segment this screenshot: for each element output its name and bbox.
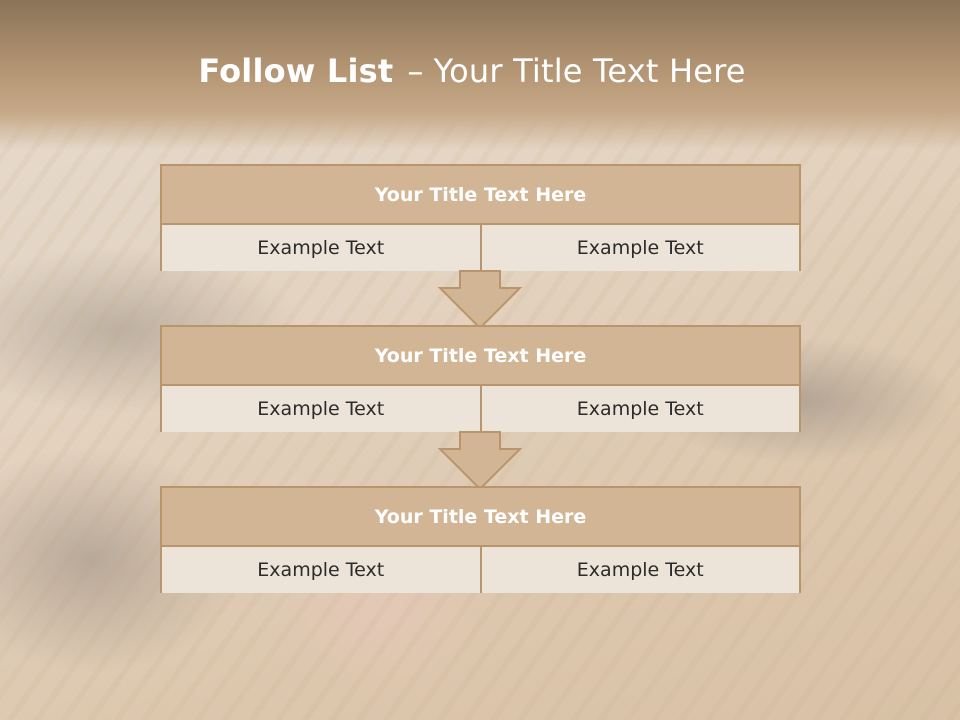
step-box-2: Your Title Text Here Example Text Exampl… xyxy=(160,325,801,432)
step-title-2: Your Title Text Here xyxy=(162,327,799,386)
step-box-1: Your Title Text Here Example Text Exampl… xyxy=(160,164,801,271)
down-arrow-icon-2 xyxy=(438,431,522,491)
step-title-1: Your Title Text Here xyxy=(162,166,799,225)
step-box-3: Your Title Text Here Example Text Exampl… xyxy=(160,486,801,593)
down-arrow-icon-1 xyxy=(438,270,522,330)
step-row-3: Example Text Example Text xyxy=(162,547,799,593)
title-separator: – xyxy=(407,52,424,90)
step-3-right-text: Example Text xyxy=(479,547,799,593)
step-2-left-text: Example Text xyxy=(162,386,480,432)
step-title-3: Your Title Text Here xyxy=(162,488,799,547)
slide-title: Follow List–Your Title Text Here xyxy=(0,52,944,90)
step-2-right-text: Example Text xyxy=(479,386,799,432)
step-3-left-text: Example Text xyxy=(162,547,480,593)
title-band xyxy=(0,0,960,150)
step-row-2: Example Text Example Text xyxy=(162,386,799,432)
step-1-left-text: Example Text xyxy=(162,225,480,271)
title-bold: Follow List xyxy=(198,52,394,90)
title-rest: Your Title Text Here xyxy=(433,52,746,90)
step-1-right-text: Example Text xyxy=(479,225,799,271)
step-row-1: Example Text Example Text xyxy=(162,225,799,271)
